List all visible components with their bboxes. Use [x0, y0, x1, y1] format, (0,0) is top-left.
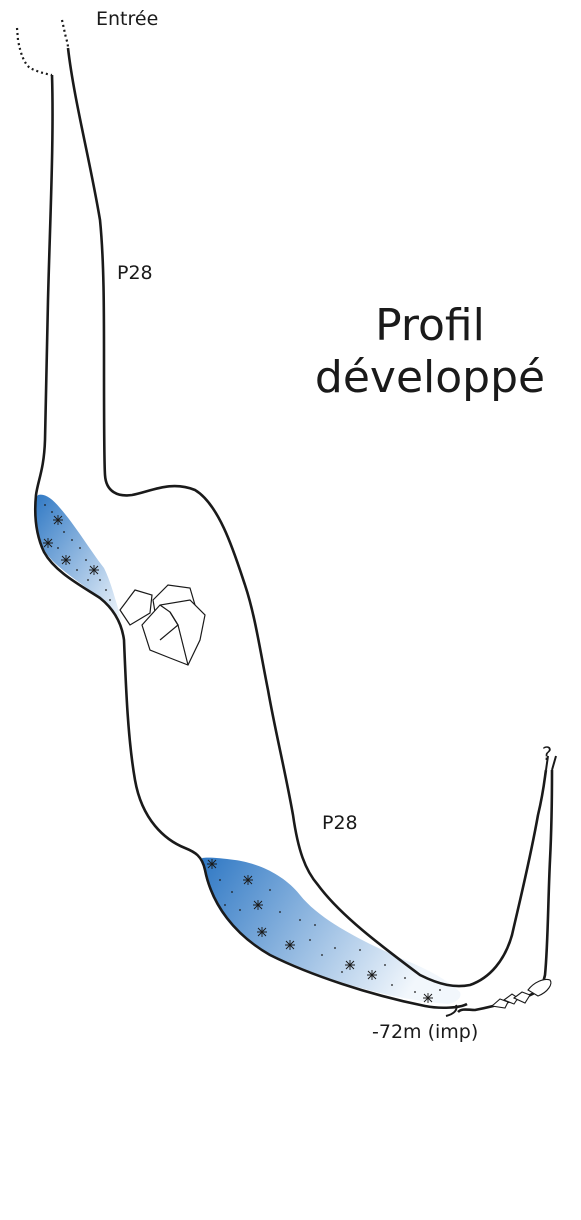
- pitch-label-upper: P28: [117, 262, 153, 284]
- right-passage-top-lips: [545, 755, 557, 771]
- pitch-label-lower: P28: [322, 812, 358, 834]
- title-line-2: développé: [314, 352, 546, 403]
- entrance-left-dotted: [15, 27, 53, 77]
- upper-pool-dots: [44, 504, 111, 601]
- lower-water-pool: [202, 857, 461, 1004]
- lower-pool-dots: [219, 879, 441, 993]
- upper-pool-stars: [43, 515, 99, 575]
- boulders: [119, 584, 206, 666]
- diagram-title: Profil développé: [290, 300, 570, 404]
- unknown-continuation-label: ?: [542, 743, 553, 765]
- cave-left-wall: [33, 74, 468, 1010]
- entrance-right-dotted: [60, 19, 70, 49]
- entrance-label: Entrée: [96, 8, 159, 30]
- bottom-stones: [490, 978, 552, 1009]
- lower-pool-stars: [207, 859, 433, 1003]
- right-passage-wall: [457, 769, 554, 1014]
- upper-water-pool: [34, 494, 122, 622]
- title-line-1: Profil: [375, 300, 485, 351]
- cave-right-wall: [66, 47, 548, 988]
- bottom-lip: [445, 1004, 458, 1017]
- bottom-depth-label: -72m (imp): [372, 1021, 479, 1043]
